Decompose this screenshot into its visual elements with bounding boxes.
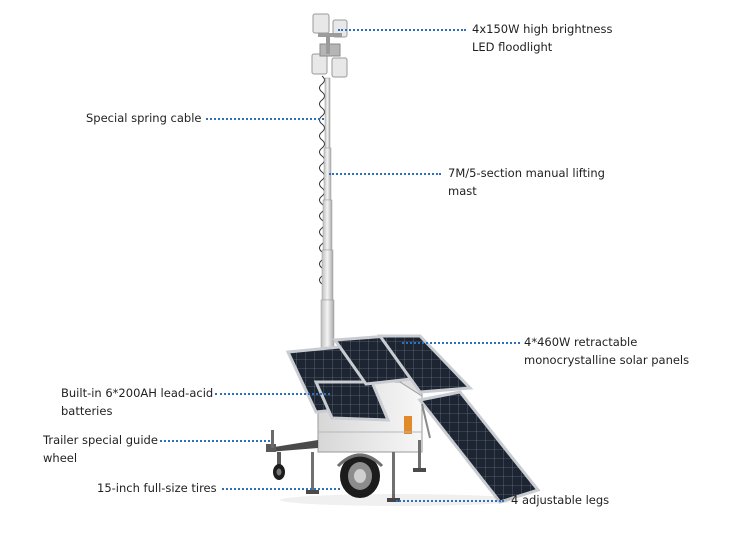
tires-leader-line	[222, 488, 340, 490]
legs-leader-line	[396, 500, 504, 502]
callout-batteries: Built-in 6*200AH lead-acid batteries	[61, 384, 213, 420]
callout-mast: 7M/5-section manual lifting mast	[448, 164, 605, 200]
callout-guide-wheel-line-2: wheel	[43, 451, 78, 465]
callout-solar-panels-line-2: monocrystalline solar panels	[524, 353, 690, 367]
solar-panels-leader-line	[402, 342, 520, 344]
callout-floodlight-line-1: 4x150W high brightness	[472, 22, 613, 36]
lifting-mast	[320, 77, 335, 351]
callout-guide-wheel-line-1: Trailer special guide	[43, 433, 158, 447]
tow-bar	[266, 430, 318, 452]
callout-solar-panels-line-1: 4*460W retractable	[524, 335, 638, 349]
floodlight-lamp	[312, 13, 330, 34]
callout-mast-line-2: mast	[448, 184, 477, 198]
main-tire	[336, 453, 384, 498]
spring-cable-leader-line	[206, 118, 324, 120]
batteries-leader-line	[215, 393, 330, 395]
callout-batteries-line-1: Built-in 6*200AH lead-acid	[61, 386, 214, 400]
callout-tires-line-1: 15-inch full-size tires	[97, 481, 217, 495]
floodlight-lamp	[331, 57, 348, 78]
callout-floodlight: 4x150W high brightness LED floodlight	[472, 20, 613, 56]
callout-tires: 15-inch full-size tires	[97, 479, 217, 497]
mast-leader-line	[329, 173, 441, 175]
floodlight-lamp	[311, 53, 328, 75]
callout-solar-panels: 4*460W retractable monocrystalline solar…	[524, 333, 689, 369]
guide-wheel	[273, 452, 285, 480]
callout-floodlight-line-2: LED floodlight	[472, 40, 553, 54]
guide-wheel-leader-line	[160, 440, 270, 442]
solar-panel-array	[285, 334, 541, 504]
callout-legs: 4 adjustable legs	[511, 491, 609, 509]
callout-legs-line-1: 4 adjustable legs	[511, 493, 610, 507]
callout-mast-line-1: 7M/5-section manual lifting	[448, 166, 605, 180]
adjustable-legs	[306, 440, 426, 502]
floodlight-cluster	[311, 13, 348, 78]
callout-batteries-line-2: batteries	[61, 404, 113, 418]
spring-cable	[319, 75, 325, 285]
callout-guide-wheel: Trailer special guide wheel	[43, 431, 158, 467]
floodlight-leader-line	[338, 29, 466, 31]
callout-spring-cable-line-1: Special spring cable	[86, 111, 202, 125]
callout-spring-cable: Special spring cable	[86, 109, 202, 127]
